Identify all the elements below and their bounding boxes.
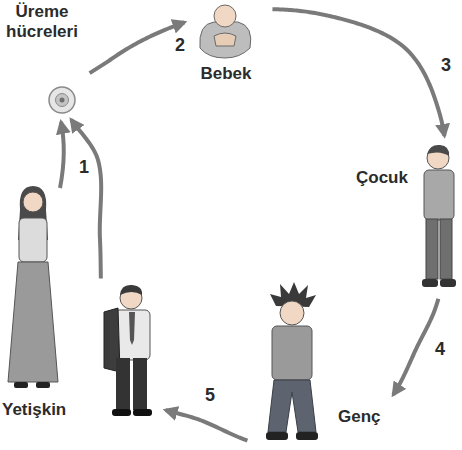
man-tie [129, 312, 135, 345]
teen-shirt [272, 326, 312, 380]
woman-shoe [14, 382, 28, 388]
man-hair [120, 285, 142, 295]
stage-label: Yetişkin [2, 400, 66, 420]
child-leg [426, 219, 438, 279]
step-number: 5 [203, 386, 217, 406]
man-shoe [112, 409, 131, 416]
man-leg [116, 358, 130, 410]
step-number-holder: 3 [439, 56, 453, 76]
stage-box: Yetişkin [2, 282, 162, 422]
stage-box: Üreme hücreleri [0, 2, 86, 116]
woman-head [23, 192, 43, 212]
child-leg [440, 219, 452, 279]
teen-head [280, 301, 304, 325]
teen-trousers [268, 380, 316, 432]
stage-box: Bebek [188, 2, 268, 86]
woman-arrow [60, 122, 64, 188]
stage-label: Çocuk [356, 168, 408, 188]
stage-box: Çocuk [352, 140, 458, 295]
step-number: 2 [173, 36, 187, 56]
step-number-holder: 2 [173, 36, 187, 56]
teen-shoe [296, 432, 318, 440]
stage-label: Genç [338, 407, 381, 427]
baby-body [214, 33, 236, 46]
stage-label: Bebek [188, 64, 264, 84]
cycle-arrow [272, 9, 444, 136]
child-shirt [424, 170, 454, 220]
woman-top [19, 218, 47, 262]
gamete-nucleus [60, 98, 65, 103]
cycle-arrow [71, 120, 101, 279]
baby-head [214, 5, 236, 27]
cycle-arrow [90, 22, 185, 73]
step-number-holder: 1 [77, 158, 91, 178]
child-hair [427, 145, 449, 156]
woman-skirt [8, 262, 58, 382]
step-number: 4 [433, 340, 447, 360]
cycle-arrow [393, 299, 438, 395]
step-number-holder: 5 [203, 386, 217, 406]
step-number: 1 [77, 158, 91, 178]
cycle-arrow [166, 410, 248, 440]
stage-box: Genç [252, 283, 390, 448]
cycle-guide [64, 9, 449, 446]
step-number: 3 [439, 56, 453, 76]
man-shoe [133, 409, 152, 416]
woman-shoe [36, 382, 50, 388]
child-shoe [440, 279, 456, 287]
man-leg [133, 358, 147, 410]
child-shoe [422, 279, 438, 287]
step-number-holder: 4 [433, 340, 447, 360]
gamete-cell [49, 87, 75, 113]
stage-label: Üreme hücreleri [2, 2, 82, 41]
gamete-inner [56, 94, 69, 107]
teen-shoe [266, 432, 288, 440]
